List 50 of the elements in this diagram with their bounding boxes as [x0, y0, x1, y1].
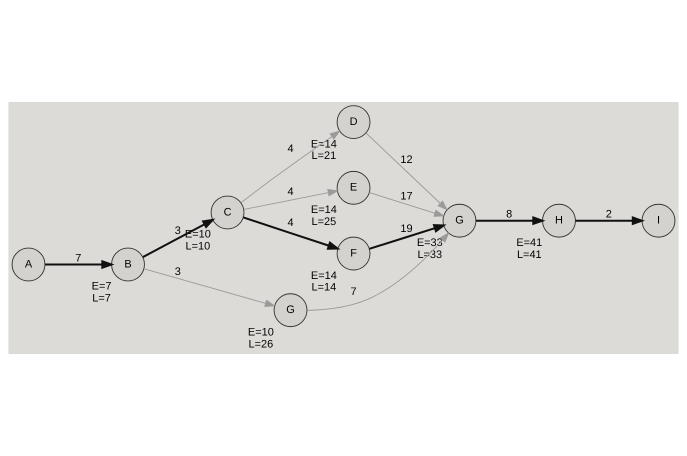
edge-label: 3	[174, 225, 181, 238]
node-circle: C	[210, 196, 244, 230]
edge-label: 12	[400, 154, 413, 166]
node-label: L=33	[417, 248, 442, 261]
node-label: L=14	[312, 282, 336, 294]
edge-label: 19	[400, 223, 413, 236]
arrow	[142, 218, 216, 258]
arrow	[476, 216, 546, 226]
arrow	[240, 130, 341, 204]
edge-label: 7	[75, 252, 82, 264]
node-label: L=26	[248, 338, 274, 350]
arrow	[366, 132, 448, 211]
node-circle: H	[542, 204, 576, 238]
edge-label: 17	[400, 190, 413, 202]
arrow	[576, 216, 645, 226]
edge-label: 8	[506, 208, 512, 221]
node-label: E=10	[248, 326, 274, 338]
arrow	[306, 232, 450, 311]
node-circle: E	[336, 170, 370, 205]
node-circle: B	[111, 248, 145, 282]
node-label: L=10	[186, 240, 210, 253]
edge-label: 7	[350, 286, 357, 298]
arrow	[368, 192, 445, 217]
node-label: L=41	[516, 248, 542, 261]
node-circle: I	[642, 204, 676, 238]
node-label: L=21	[312, 150, 336, 162]
arrow	[243, 188, 339, 210]
node-circle: D	[336, 105, 370, 139]
node-circle: G	[442, 204, 476, 238]
node-label: E=33	[416, 236, 443, 249]
arrow	[243, 216, 340, 250]
edge-label: 2	[606, 208, 612, 221]
edge-label: 4	[287, 186, 294, 198]
node-label: E=14	[310, 270, 337, 282]
node-label: L=25	[312, 216, 336, 228]
node-label: E=14	[310, 204, 337, 216]
node-label: E=41	[516, 236, 542, 249]
edge-label: 4	[287, 142, 294, 155]
arrow	[144, 268, 276, 307]
node-circle: G	[274, 293, 308, 328]
arrow	[369, 224, 447, 250]
node-circle: A	[12, 248, 46, 282]
edge-label: 3	[174, 266, 181, 278]
node-label: E=7	[92, 280, 112, 293]
arrow	[45, 260, 114, 270]
node-label: L=7	[92, 292, 111, 305]
node-label: E=10	[184, 228, 211, 241]
node-label: E=14	[310, 138, 337, 150]
node-circle: F	[336, 236, 370, 270]
edge-label: 4	[287, 216, 294, 229]
